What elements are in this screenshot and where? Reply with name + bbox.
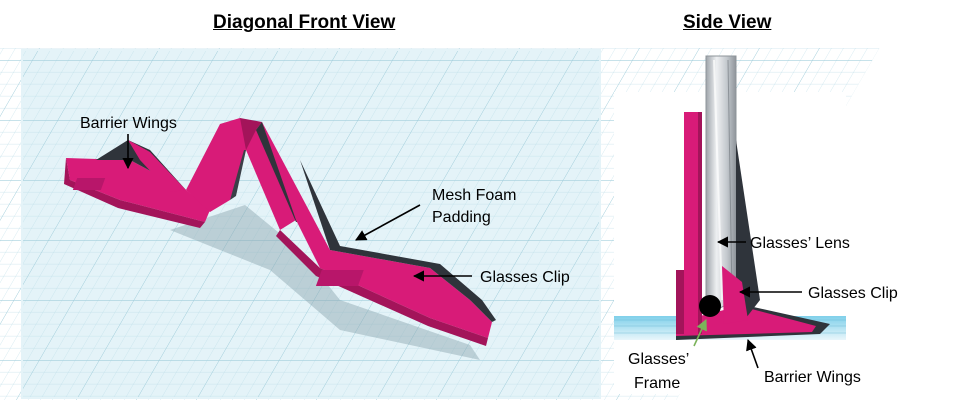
- side-view-panel: Glasses’ Lens Glasses Clip Glasses’ Fram…: [614, 55, 898, 394]
- side-glasses-frame-label-line2: Frame: [634, 375, 680, 392]
- front-glasses-clip-label: Glasses Clip: [480, 269, 570, 286]
- side-view-title: Side View: [683, 12, 772, 33]
- side-clip-shadow: [736, 140, 760, 318]
- right-barrier-wing: [262, 122, 496, 346]
- front-barrier-wings-label: Barrier Wings: [80, 115, 177, 132]
- side-glasses-clip-label: Glasses Clip: [808, 285, 898, 302]
- front-view-title: Diagonal Front View: [213, 12, 396, 33]
- side-glasses-frame-arrow: [693, 318, 707, 347]
- front-mesh-foam-arrow: [355, 204, 421, 241]
- left-barrier-wing: [64, 140, 210, 228]
- side-vertical-barrier: [684, 112, 702, 334]
- front-view-panel: Barrier Wings Mesh Foam Padding Glasses …: [0, 48, 880, 400]
- side-barrier-wings-arrow: [746, 338, 759, 369]
- side-glasses-frame: [699, 295, 721, 317]
- front-mesh-foam-label-line2: Padding: [432, 209, 491, 226]
- nose-bridge-peak: [186, 118, 300, 230]
- side-barrier-wings-label: Barrier Wings: [764, 369, 861, 386]
- side-glasses-frame-label-line1: Glasses’: [628, 351, 689, 368]
- side-glasses-lens: [705, 55, 737, 311]
- side-glasses-clip: [722, 266, 748, 324]
- side-glasses-lens-label: Glasses’ Lens: [750, 235, 850, 252]
- front-mesh-foam-label-line1: Mesh Foam: [432, 187, 516, 204]
